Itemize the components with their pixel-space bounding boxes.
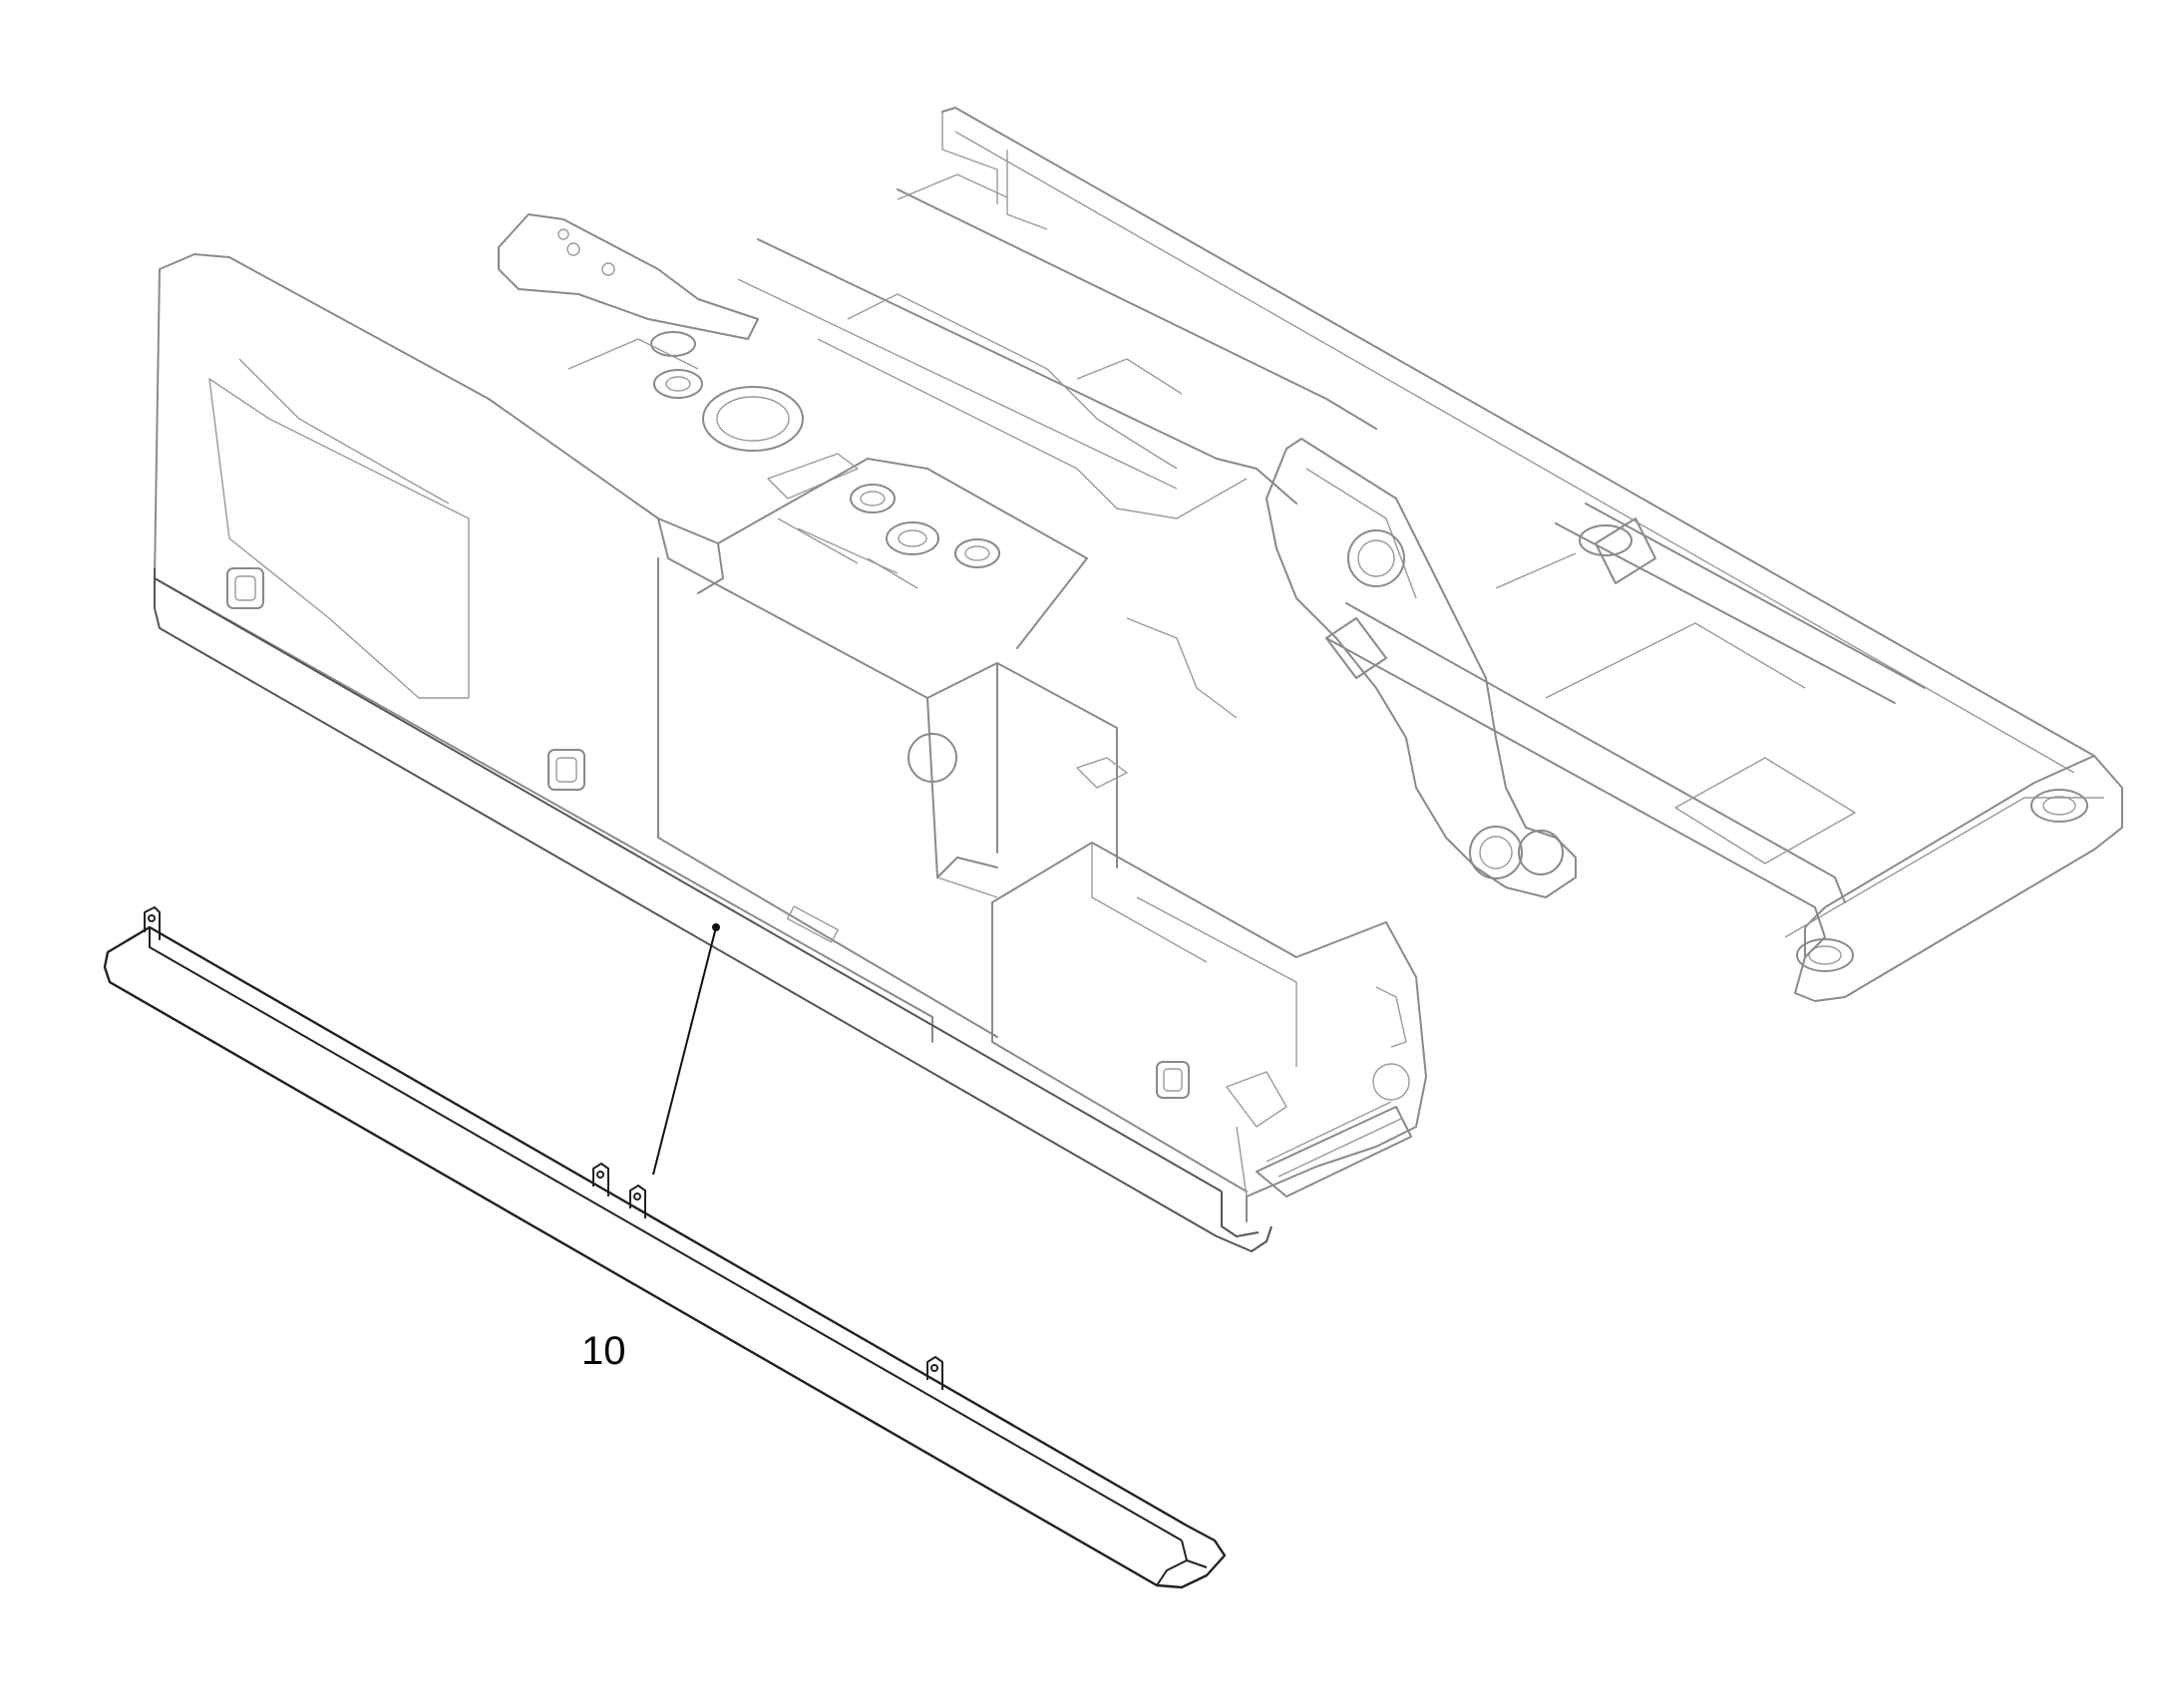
rear-side-beam [941,107,2123,1002]
fuel-tank-block [159,253,724,594]
mounting-tab [144,906,161,940]
counterweight-corner [1794,755,2095,994]
mounting-tab [926,1356,943,1390]
side-cover-body [103,925,1227,1589]
mounting-tab [592,1163,609,1196]
part-10-side-cover [103,906,1227,1589]
boom-foot-bracket [1266,438,1577,898]
mounting-bracket-arm [498,213,759,340]
callout-label-10: 10 [581,1329,626,1373]
upper-frame-assembly [154,107,2123,1252]
mounting-tab [629,1185,646,1218]
step-box [991,842,1427,1222]
callout-leader [652,923,720,1176]
installed-side-cover [154,568,1272,1252]
